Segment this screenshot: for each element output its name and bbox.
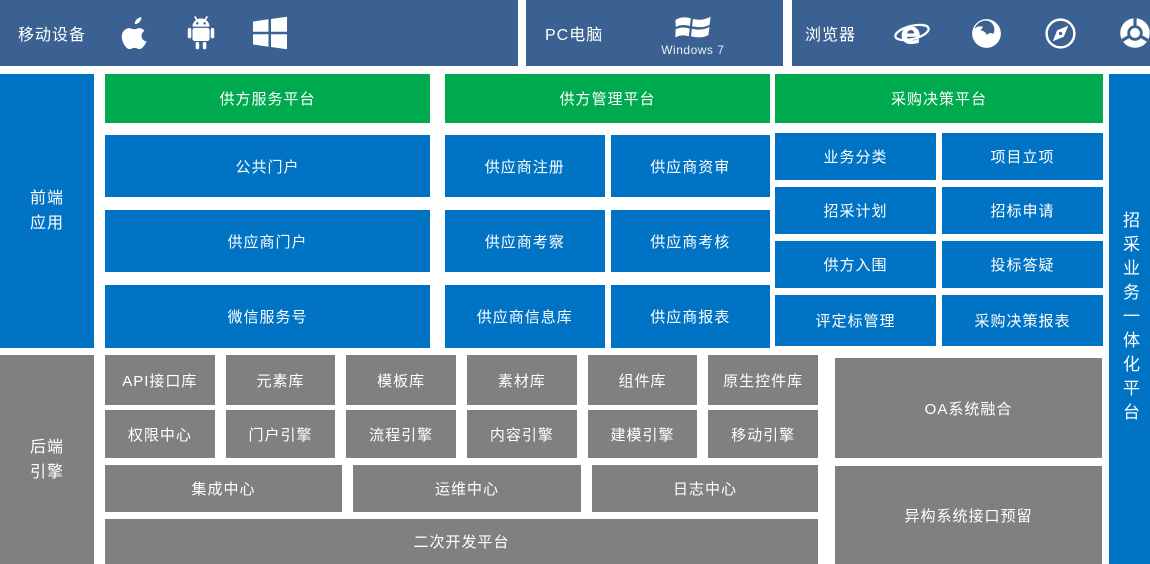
- windows7-caption: Windows 7: [661, 43, 725, 57]
- chrome-icon: [1116, 14, 1150, 52]
- module-supplier-inspection: 供应商考察: [445, 210, 605, 272]
- module-process-engine: 流程引擎: [346, 410, 456, 458]
- module-supplier-qualification-review: 供应商资审: [610, 135, 770, 197]
- module-heterogeneous-system-interface-reserve: 异构系统接口预留: [835, 466, 1102, 564]
- module-procurement-plan: 招采计划: [775, 187, 936, 234]
- module-content-engine: 内容引擎: [466, 410, 577, 458]
- module-project-initiation: 项目立项: [942, 133, 1103, 180]
- supplier-service-platform-header: 供方服务平台: [105, 74, 430, 123]
- module-operations-center: 运维中心: [353, 465, 581, 512]
- backend-engine-grid: API接口库 元素库 模板库 素材库 组件库 原生控件库 权限中心 门户引擎 流…: [105, 355, 818, 564]
- module-permission-center: 权限中心: [105, 410, 215, 458]
- procurement-decision-platform-header: 采购决策平台: [775, 74, 1103, 123]
- vertical-banner-procurement-integration-platform: 招采业务一体化平台: [1109, 74, 1150, 564]
- module-template-library: 模板库: [346, 355, 456, 405]
- module-supplier-portal: 供应商门户: [105, 210, 430, 272]
- windows7-logo: Windows 7: [661, 9, 724, 57]
- module-bid-evaluation-management: 评定标管理: [775, 295, 936, 346]
- module-log-center: 日志中心: [592, 465, 818, 512]
- module-supplier-shortlist: 供方入围: [775, 241, 936, 288]
- topbar-mobile-devices: 移动设备: [0, 0, 518, 66]
- module-api-library: API接口库: [105, 355, 215, 405]
- module-supplier-info-library: 供应商信息库: [445, 285, 605, 348]
- module-supplier-reports: 供应商报表: [610, 285, 770, 348]
- module-procurement-decision-reports: 采购决策报表: [942, 295, 1103, 346]
- module-supplier-assessment: 供应商考核: [610, 210, 770, 272]
- browsers-label: 浏览器: [805, 27, 857, 44]
- module-bidding-application: 招标申请: [942, 187, 1103, 234]
- frontend-label-line2: 应用: [29, 215, 64, 232]
- frontend-label-line1: 前端: [29, 190, 64, 207]
- module-portal-engine: 门户引擎: [225, 410, 336, 458]
- android-icon: [185, 14, 217, 52]
- module-supplier-registration: 供应商注册: [445, 135, 605, 197]
- module-integration-center: 集成中心: [105, 465, 342, 512]
- safari-icon: [1042, 15, 1079, 52]
- svg-text:e: e: [900, 17, 921, 52]
- backend-integration-column: OA系统融合 异构系统接口预留: [835, 358, 1102, 564]
- sidebar-frontend-apps: 前端 应用: [0, 74, 94, 348]
- mobile-devices-label: 移动设备: [18, 27, 87, 44]
- windows7-flag-icon: [673, 9, 713, 42]
- topbar-browsers: 浏览器 e: [792, 0, 1150, 66]
- topbar-pc: PC电脑 Windows 7: [526, 0, 783, 66]
- vertical-banner-label: 招采业务一体化平台: [1120, 211, 1139, 427]
- apple-icon: [120, 15, 151, 52]
- module-material-library: 素材库: [466, 355, 577, 405]
- backend-label-line1: 后端: [29, 438, 64, 456]
- firefox-icon: [968, 15, 1005, 52]
- module-public-portal: 公共门户: [105, 135, 430, 197]
- module-modeling-engine: 建模引擎: [587, 410, 698, 458]
- column-procurement-decision: 采购决策平台 业务分类 项目立项 招采计划 招标申请 供方入围 投标答疑 评定标…: [775, 74, 1103, 346]
- module-bid-clarification: 投标答疑: [942, 241, 1103, 288]
- column-supplier-service: 供方服务平台 公共门户 供应商门户 微信服务号: [105, 74, 430, 348]
- module-component-library: 组件库: [587, 355, 698, 405]
- module-element-library: 元素库: [225, 355, 336, 405]
- module-native-control-library: 原生控件库: [708, 355, 818, 405]
- ie-icon: e: [893, 14, 931, 52]
- module-business-classification: 业务分类: [775, 133, 936, 180]
- backend-label-line2: 引擎: [29, 463, 64, 481]
- column-supplier-management: 供方管理平台 供应商注册 供应商资审 供应商考察 供应商考核 供应商信息库 供应…: [445, 74, 770, 348]
- module-mobile-engine: 移动引擎: [708, 410, 818, 458]
- windows-icon: [251, 14, 289, 52]
- supplier-management-platform-header: 供方管理平台: [445, 74, 770, 123]
- pc-label: PC电脑: [545, 27, 604, 44]
- module-secondary-development-platform: 二次开发平台: [105, 519, 818, 564]
- module-wechat-service-account: 微信服务号: [105, 285, 430, 348]
- module-oa-system-integration: OA系统融合: [835, 358, 1102, 458]
- sidebar-backend-engines: 后端 引擎: [0, 355, 94, 564]
